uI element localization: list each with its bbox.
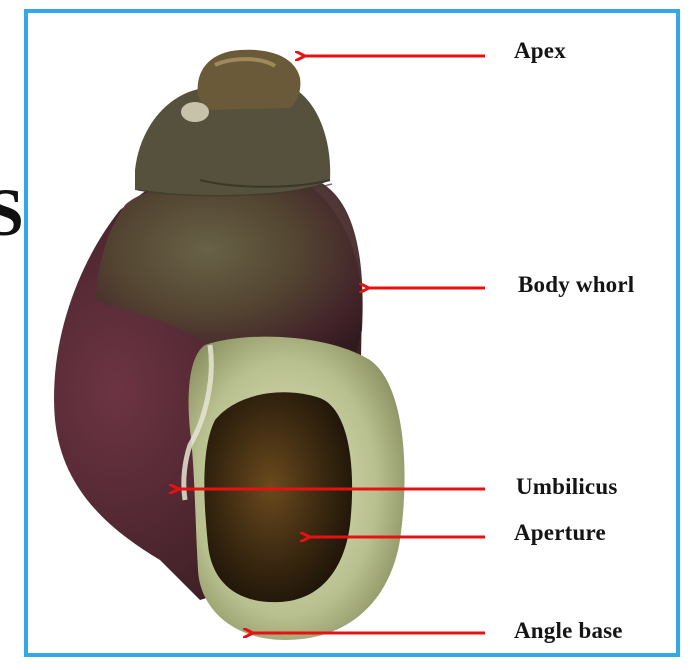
label-angle-base: Angle base [514, 618, 623, 644]
label-umbilicus: Umbilicus [516, 474, 617, 500]
label-body-whorl: Body whorl [518, 272, 634, 298]
label-aperture: Aperture [514, 520, 606, 546]
aperture-opening [204, 392, 352, 602]
label-apex: Apex [514, 38, 566, 64]
